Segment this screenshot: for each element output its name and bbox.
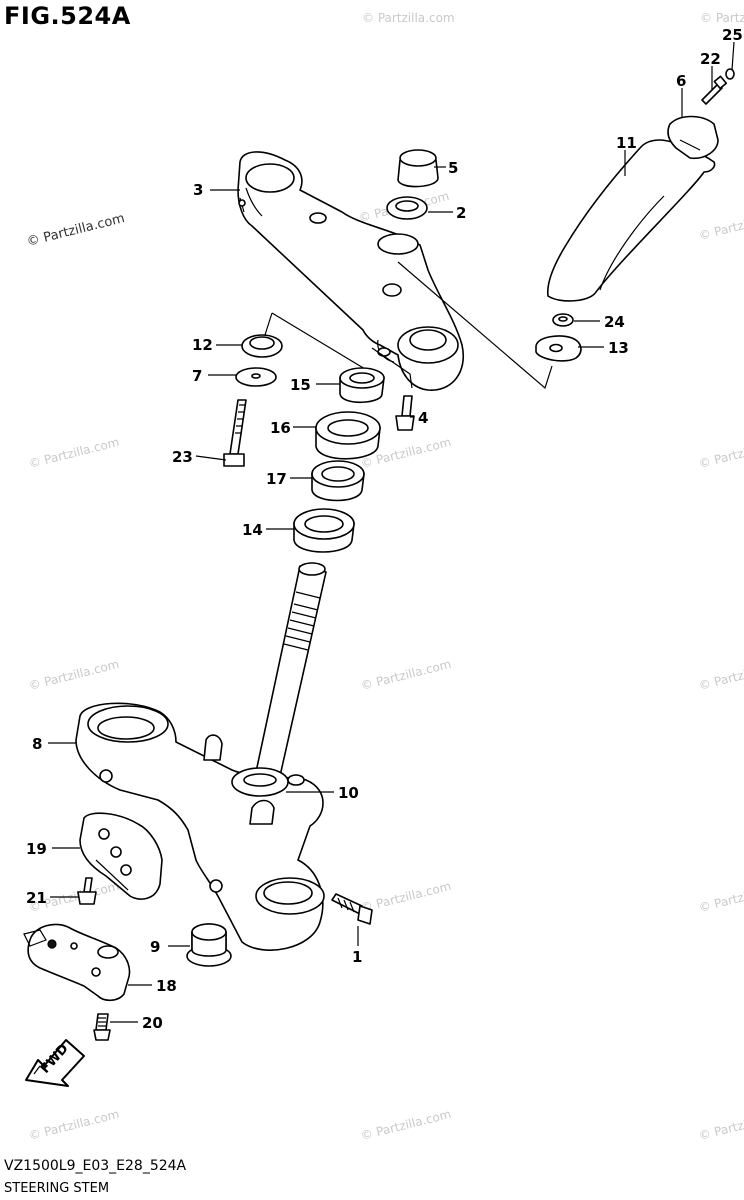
watermark: © Partzilla.com: [697, 207, 744, 243]
watermark: © Partzilla.com: [362, 11, 455, 25]
callouts: 3 5 2 6 22 25 11 24 13 12 7 15 4 16 23 1…: [26, 26, 743, 1032]
callout-16: 16: [270, 419, 291, 437]
callout-22: 22: [700, 50, 721, 68]
bolt-part-20: [93, 1013, 111, 1041]
watermark: © Partzilla.com: [697, 435, 744, 471]
collar-part-9: [186, 923, 232, 967]
watermark: © Partzilla.com: [27, 435, 120, 471]
washer-part-24: [552, 313, 574, 327]
watermark: © Partzilla.com: [697, 657, 744, 693]
callout-4: 4: [418, 409, 428, 427]
callout-12: 12: [192, 336, 213, 354]
bolt-part-1: [331, 893, 373, 925]
screw-part-22: [701, 75, 728, 105]
callout-8: 8: [32, 735, 42, 753]
watermark: © Partzilla.com: [359, 657, 452, 693]
plate-part-13: [535, 335, 582, 362]
diagram-name: STEERING STEM: [4, 1181, 110, 1196]
callout-9: 9: [150, 938, 160, 956]
callout-25: 25: [722, 26, 743, 44]
bearing-part-16: [315, 411, 381, 460]
watermark: © Partzilla.com: [27, 1107, 120, 1143]
callout-15: 15: [290, 376, 311, 394]
callout-21: 21: [26, 889, 47, 907]
bolt-part-21: [77, 877, 97, 905]
figure-title: FIG.524A: [4, 2, 131, 30]
watermark: © Partzilla.com: [359, 879, 452, 915]
assembly-lines: [263, 261, 553, 390]
watermark-dark: © Partzilla.com: [25, 211, 126, 250]
callout-7: 7: [192, 367, 202, 385]
nut-part-15: [339, 367, 385, 404]
callout-14: 14: [242, 521, 263, 539]
watermark: © Partzilla.com: [700, 11, 744, 25]
seal-part-12: [241, 334, 283, 358]
bolt-part-23: [223, 399, 247, 467]
lower-bracket: [75, 702, 325, 951]
callout-20: 20: [142, 1014, 163, 1032]
watermark: © Partzilla.com: [697, 879, 744, 915]
bearing-part-14: [293, 508, 355, 553]
callout-24: 24: [604, 313, 625, 331]
callout-10: 10: [338, 784, 359, 802]
callout-5: 5: [448, 159, 458, 177]
washer-part-7: [235, 367, 277, 387]
watermark: © Partzilla.com: [697, 1107, 744, 1143]
cap-part-6: [667, 115, 719, 160]
callout-13: 13: [608, 339, 629, 357]
diagram-code: VZ1500L9_E03_E28_524A: [4, 1158, 187, 1174]
bracket-part-18: [23, 923, 131, 1002]
washer-part-25: [725, 68, 735, 80]
bearing-part-17: [311, 460, 365, 502]
handle-cover-part-11: [547, 139, 716, 302]
bolt-part-4: [395, 395, 415, 431]
callout-2: 2: [456, 204, 466, 222]
watermark: © Partzilla.com: [359, 1107, 452, 1143]
callout-18: 18: [156, 977, 177, 995]
stem-tube: [255, 562, 327, 777]
callout-19: 19: [26, 840, 47, 858]
callout-6: 6: [676, 72, 686, 90]
callout-1: 1: [352, 948, 362, 966]
cap-part-5: [397, 149, 439, 188]
callout-3: 3: [193, 181, 203, 199]
holder-part-19: [79, 812, 163, 900]
washer-part-2: [386, 196, 428, 220]
leader-lines: [48, 41, 735, 1023]
watermark: © Partzilla.com: [27, 657, 120, 693]
callout-23: 23: [172, 448, 193, 466]
callout-11: 11: [616, 134, 637, 152]
callout-17: 17: [266, 470, 287, 488]
dust-seal-part-10: [231, 767, 289, 797]
fwd-arrow: FWD: [25, 1039, 85, 1087]
